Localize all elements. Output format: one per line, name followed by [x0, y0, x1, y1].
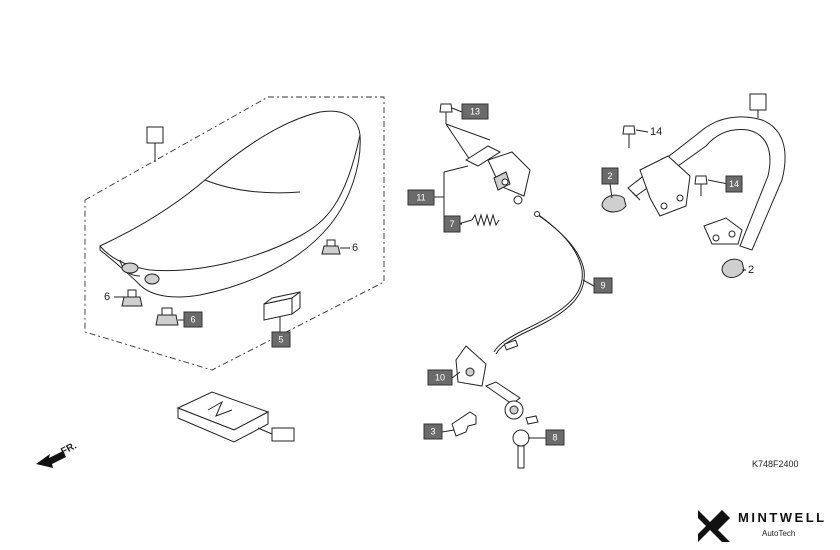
- cable-clip-3: [451, 411, 477, 437]
- cushion-6-a: [321, 239, 341, 255]
- cushion-6-b: [121, 289, 143, 307]
- pouch-empty-callout: [271, 427, 295, 442]
- cable-bracket-10: [455, 345, 487, 387]
- svg-text:10: 10: [435, 373, 445, 383]
- callout-9: 9: [593, 277, 613, 294]
- bolt-14-b: [694, 175, 708, 196]
- rubber-block-5: [263, 291, 301, 321]
- callout-10: 10: [427, 369, 453, 386]
- rail-empty-callout: [749, 93, 767, 111]
- bolt-13: [439, 103, 453, 124]
- seat-crease: [204, 179, 301, 194]
- seat-empty-callout: [146, 126, 164, 144]
- svg-text:3: 3: [430, 427, 435, 437]
- cap-nut-2-b: [721, 258, 745, 278]
- callout-5: 5: [271, 331, 291, 348]
- grab-rail: [627, 116, 786, 251]
- callout-6-a: 6: [352, 242, 358, 254]
- callout-7: 7: [443, 215, 461, 233]
- seat-lock: [464, 145, 531, 205]
- callout-14-boxed: 14: [725, 175, 743, 193]
- brand-logo-mark: [698, 510, 730, 542]
- callout-3: 3: [423, 423, 443, 440]
- diagram-code: K748F2400: [752, 459, 799, 469]
- cap-nut-2-a: [601, 194, 627, 213]
- callout-6-b: 6: [104, 291, 110, 303]
- svg-text:14: 14: [729, 179, 739, 189]
- svg-text:7: 7: [449, 219, 454, 229]
- brand-name: MINTWELL: [738, 510, 827, 525]
- svg-text:2: 2: [607, 171, 612, 181]
- seat-group: [84, 96, 385, 371]
- seat-body: [99, 110, 361, 298]
- rail-bracket-front: [639, 155, 691, 217]
- seat-front-rubber: [121, 262, 139, 274]
- seat-lock-cable-9: [493, 211, 585, 355]
- callout-13: 13: [461, 103, 489, 120]
- seat-rear-rubber: [144, 273, 160, 285]
- callout-14-a: 14: [650, 126, 662, 138]
- seat-lock-assembly: [434, 103, 585, 469]
- svg-text:6: 6: [190, 315, 195, 325]
- callout-8: 8: [545, 429, 565, 446]
- front-direction-arrow: FR.: [36, 440, 79, 468]
- rail-bracket-rear: [703, 217, 743, 245]
- callout-2-a: 2: [748, 264, 754, 276]
- seat-group-outline: [84, 96, 385, 371]
- document-pouch: [176, 391, 295, 443]
- key-cylinder-8: [484, 381, 539, 469]
- cushion-6-c: [155, 307, 179, 326]
- svg-text:5: 5: [278, 335, 283, 345]
- bolt-14-a: [622, 125, 636, 148]
- svg-text:9: 9: [600, 281, 605, 291]
- callout-11: 11: [407, 189, 435, 206]
- brand-sub: AutoTech: [762, 529, 795, 538]
- brand-logo: MINTWELL AutoTech: [698, 510, 827, 542]
- svg-text:13: 13: [470, 107, 480, 117]
- svg-text:8: 8: [552, 433, 557, 443]
- callout-6-boxed: 6: [183, 311, 203, 328]
- callout-2-boxed: 2: [601, 167, 619, 185]
- spring-7: [471, 213, 500, 227]
- grab-rail-assembly: [601, 93, 786, 278]
- svg-text:11: 11: [416, 193, 425, 203]
- front-direction-label: FR.: [59, 440, 79, 457]
